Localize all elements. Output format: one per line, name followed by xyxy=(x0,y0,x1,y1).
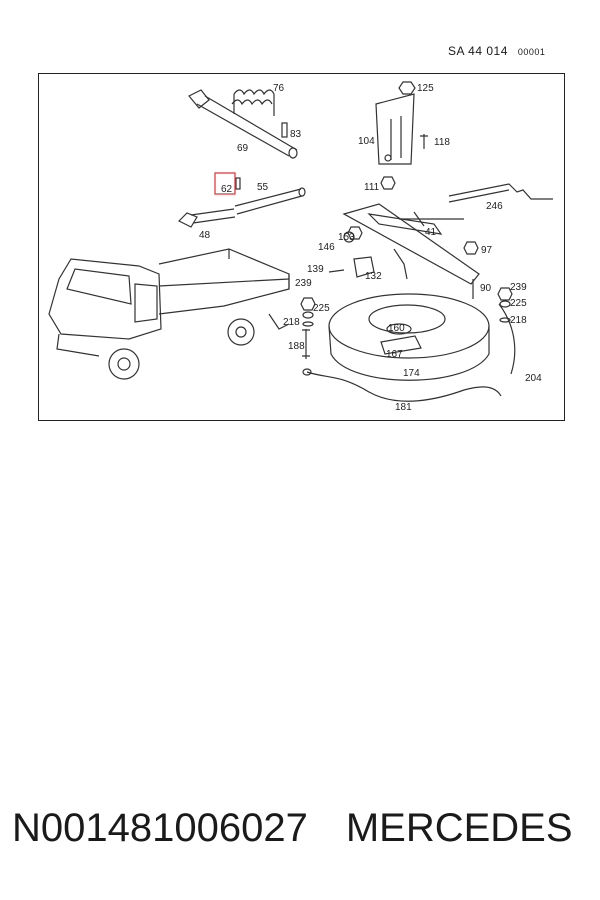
label-239-left: 239 xyxy=(295,278,312,289)
label-218-right: 218 xyxy=(510,315,527,326)
part-footer: N001481006027 MERCEDES xyxy=(12,806,573,851)
label-181: 181 xyxy=(395,402,412,413)
cable-181 xyxy=(306,371,502,402)
bolt-118 xyxy=(420,134,428,149)
spring-76 xyxy=(231,89,275,116)
label-188: 188 xyxy=(288,341,305,352)
washer-218 xyxy=(499,317,511,323)
label-55: 55 xyxy=(257,182,269,193)
label-132: 132 xyxy=(365,271,382,282)
label-167: 167 xyxy=(386,349,403,360)
label-246: 246 xyxy=(486,201,503,212)
washer-225-left xyxy=(302,311,314,319)
nut-239 xyxy=(497,287,513,301)
parts-illustration: 76 83 69 62 55 48 125 104 118 111 246 41… xyxy=(48,81,553,413)
label-239-right: 239 xyxy=(510,282,527,293)
spare-wheel-160 xyxy=(328,293,490,381)
label-204: 204 xyxy=(525,373,542,384)
pin-62 xyxy=(235,177,241,190)
diagram-code: SA 44 014 00001 xyxy=(448,44,545,58)
label-62: 62 xyxy=(221,184,233,195)
highlight-box xyxy=(214,172,236,195)
nut-239-left xyxy=(300,297,316,311)
cable-204 xyxy=(498,303,516,375)
bracket-104 xyxy=(375,93,415,165)
truck-illustration xyxy=(48,248,290,380)
label-76: 76 xyxy=(273,83,285,94)
nut-111 xyxy=(380,176,396,190)
label-118: 118 xyxy=(434,137,450,148)
bolt-188 xyxy=(302,329,310,359)
bracket-132 xyxy=(353,256,375,278)
label-90: 90 xyxy=(480,283,492,294)
plate-167 xyxy=(380,335,422,355)
nut-97 xyxy=(463,241,479,255)
label-69: 69 xyxy=(237,143,249,154)
pin-83 xyxy=(281,122,288,138)
label-97: 97 xyxy=(481,245,493,256)
label-218-left: 218 xyxy=(283,317,300,328)
washer-225 xyxy=(499,300,511,308)
label-160: 160 xyxy=(388,323,405,334)
label-104: 104 xyxy=(358,136,375,147)
label-174: 174 xyxy=(403,368,420,379)
label-48: 48 xyxy=(199,230,211,241)
bolt-139 xyxy=(328,269,345,273)
brand-name: MERCEDES xyxy=(345,806,573,850)
shaft-48-55 xyxy=(177,187,306,228)
label-139: 139 xyxy=(307,264,324,275)
parts-diagram: 76 83 69 62 55 48 125 104 118 111 246 41… xyxy=(38,73,565,421)
part-number: N001481006027 xyxy=(12,806,308,850)
label-225-left: 225 xyxy=(313,303,330,314)
jack-41 xyxy=(342,203,480,285)
label-146: 146 xyxy=(318,242,335,253)
label-41: 41 xyxy=(425,227,437,238)
crank-handle-246 xyxy=(448,183,553,203)
label-83: 83 xyxy=(290,129,302,140)
washer-218-left xyxy=(302,321,314,327)
sub-code: 00001 xyxy=(517,47,546,57)
section-code: SA 44 014 xyxy=(448,44,508,58)
shaft-69 xyxy=(188,89,298,159)
nut-125 xyxy=(398,81,416,95)
label-153: 153 xyxy=(338,232,355,243)
label-111: 111 xyxy=(364,182,380,193)
nut-153 xyxy=(347,226,363,240)
label-125: 125 xyxy=(417,83,434,94)
label-225-right: 225 xyxy=(510,298,527,309)
